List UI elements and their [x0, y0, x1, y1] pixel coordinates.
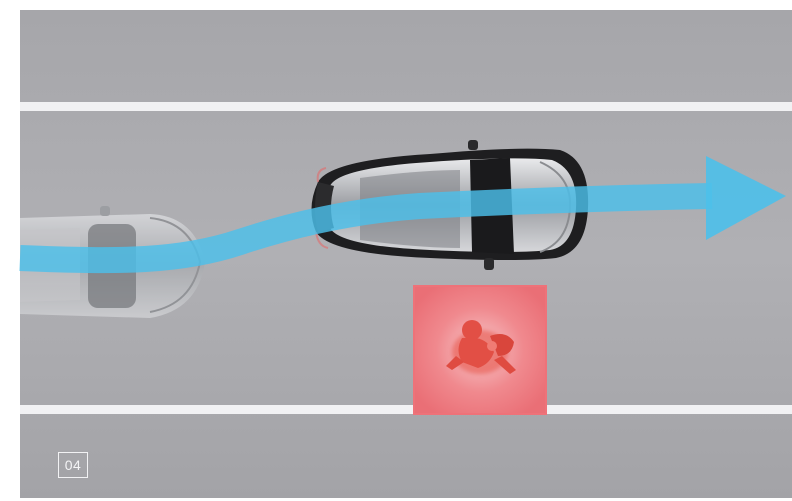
lane-marking-top: [20, 102, 792, 111]
lane-marking-bottom: [20, 405, 792, 414]
step-number-badge: 04: [58, 452, 88, 478]
